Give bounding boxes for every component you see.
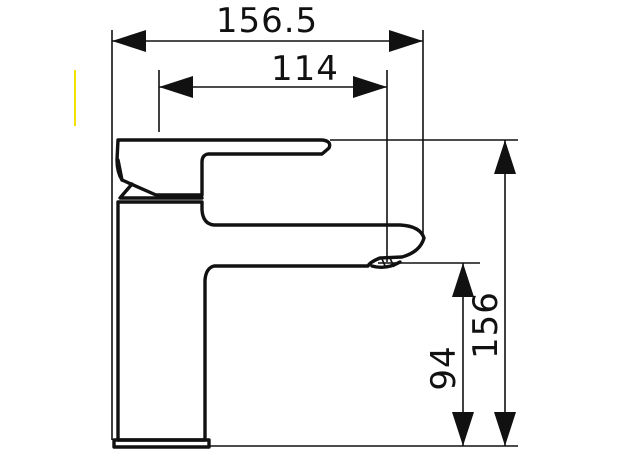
overall-width-label: 156.5	[216, 1, 318, 41]
dimension-spout-reach: 114	[159, 49, 387, 98]
overall-height-label: 156	[466, 291, 506, 359]
dimension-spout-height: 94	[424, 263, 474, 446]
dimension-overall-height: 156	[466, 140, 516, 446]
spout-height-label: 94	[424, 345, 464, 390]
handle-neck	[118, 182, 204, 200]
dimension-overall-width: 156.5	[112, 1, 423, 52]
spout-reach-label: 114	[271, 49, 339, 89]
faucet-outline	[112, 138, 426, 449]
faucet-body	[116, 200, 426, 442]
accent-mark	[74, 70, 76, 126]
handle-lever	[115, 138, 332, 197]
base-plate	[112, 438, 211, 449]
